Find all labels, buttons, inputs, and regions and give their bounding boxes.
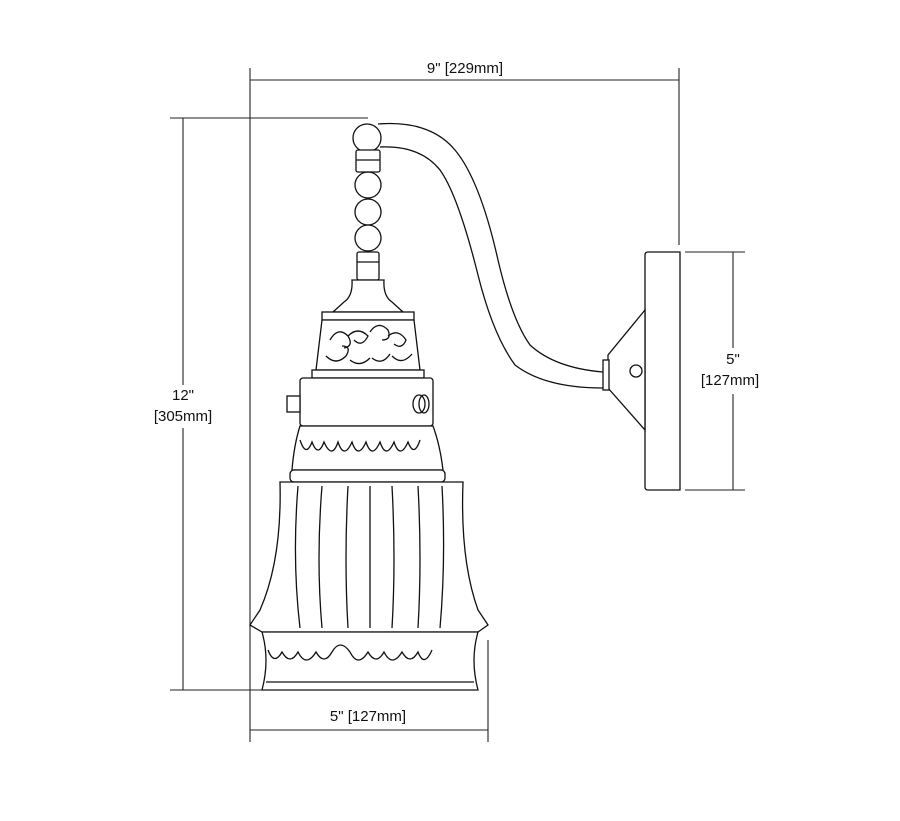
overall-width-label: 9" [229mm] xyxy=(426,60,504,77)
lamp-holder xyxy=(286,279,434,427)
overall-height-mm-label: [305mm] xyxy=(153,408,213,425)
chain-hanger xyxy=(352,123,382,281)
glass-shade xyxy=(249,425,489,691)
dimension-lines xyxy=(170,68,745,742)
overall-height-inch-label: 12" xyxy=(171,387,194,404)
backplate-height-inch-label: 5" xyxy=(726,351,740,368)
backplate-height-mm-label: [127mm] xyxy=(700,372,760,389)
shade-width-label: 5" [127mm] xyxy=(329,708,407,725)
curved-arm xyxy=(377,122,610,391)
wall-backplate xyxy=(607,251,681,491)
